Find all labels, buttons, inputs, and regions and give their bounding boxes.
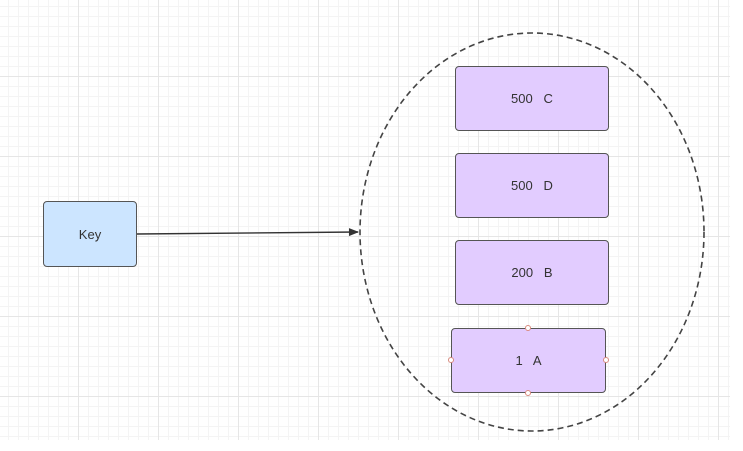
resize-handle-bottom[interactable] bbox=[525, 390, 531, 396]
set-ellipse[interactable] bbox=[359, 32, 705, 432]
set-item-label: 500 C bbox=[511, 91, 553, 106]
key-label: Key bbox=[78, 226, 102, 242]
set-item-label: 500 D bbox=[511, 178, 553, 193]
set-item-200-b[interactable]: 200 B bbox=[455, 240, 609, 305]
resize-handle-right[interactable] bbox=[603, 357, 609, 363]
set-item-1-a-selected[interactable]: 1 A bbox=[451, 328, 606, 393]
resize-handle-top[interactable] bbox=[525, 325, 531, 331]
set-item-500-d[interactable]: 500 D bbox=[455, 153, 609, 218]
set-item-label: 200 B bbox=[511, 265, 553, 280]
key-box[interactable]: Key bbox=[43, 201, 137, 267]
key-to-set-arrow[interactable] bbox=[136, 228, 359, 237]
resize-handle-left[interactable] bbox=[448, 357, 454, 363]
set-item-label: 1 A bbox=[515, 353, 542, 368]
set-item-500-c[interactable]: 500 C bbox=[455, 66, 609, 131]
